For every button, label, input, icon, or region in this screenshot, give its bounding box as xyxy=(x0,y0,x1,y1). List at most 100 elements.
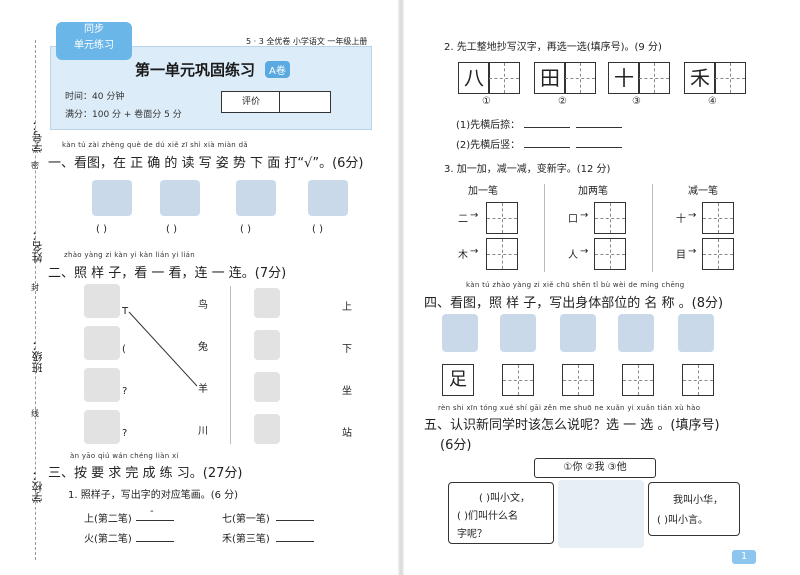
rabbit-image xyxy=(84,410,120,444)
writing-grid[interactable] xyxy=(594,238,626,270)
writing-grid[interactable] xyxy=(622,364,654,396)
rule-line-2: (2)先横后竖： xyxy=(456,140,521,151)
bubble-text: ( )们叫什么名 xyxy=(457,511,518,522)
child-listening-image xyxy=(618,314,654,352)
char-option[interactable]: 羊 xyxy=(198,384,208,395)
ram-image xyxy=(84,284,120,318)
name-label: 姓名： xyxy=(31,230,44,263)
char-option[interactable]: 兔 xyxy=(198,342,208,353)
answer-blank[interactable]: ( ) xyxy=(240,224,251,235)
unit-badge: 同步 单元练习 xyxy=(56,22,132,60)
arrow: → xyxy=(688,210,697,221)
child-reading-image xyxy=(236,180,276,216)
child-kicking-image xyxy=(442,314,478,352)
column-header: 加一笔 xyxy=(468,186,498,197)
base-char: 目 xyxy=(676,250,686,261)
writing-grid[interactable] xyxy=(488,62,520,94)
answer-line[interactable] xyxy=(576,147,622,148)
column-header: 加两笔 xyxy=(578,186,608,197)
answer-line[interactable] xyxy=(276,520,314,521)
r-q2-title: 2. 先工整地抄写汉字，再选一选(填序号)。(9 分) xyxy=(444,42,662,53)
answer-line[interactable] xyxy=(276,541,314,542)
answer-blank[interactable]: ( ) xyxy=(96,224,107,235)
badge-line: 同步 xyxy=(84,24,104,35)
base-char: 木 xyxy=(458,250,468,261)
char-option[interactable]: 下 xyxy=(342,344,352,355)
q3-title: 三、按 要 求 完 成 练 习。(27分) xyxy=(48,466,243,481)
options-box: ①你 ②我 ③他 xyxy=(534,458,656,478)
figure-sitting-image xyxy=(254,330,280,360)
answer-blank[interactable]: ( ) xyxy=(312,224,323,235)
seal-mark: 线 xyxy=(31,409,39,418)
child-reading-image xyxy=(308,180,348,216)
q3-pinyin: àn yāo qiú wán chéng liàn xí xyxy=(70,452,179,460)
q5-pinyin: rèn shi xīn tóng xué shí gāi zěn me shuō… xyxy=(438,404,701,412)
glyph-small: ( xyxy=(122,344,126,355)
q4-pinyin: kàn tú zhào yàng zi xiě chū shēn tǐ bù w… xyxy=(466,281,685,289)
char-option[interactable]: 站 xyxy=(342,428,352,439)
child-writing-image xyxy=(160,180,200,216)
divider xyxy=(652,184,653,272)
arrow: → xyxy=(688,246,697,257)
copy-char-box: 禾 xyxy=(684,62,716,94)
book-spine xyxy=(398,0,404,575)
writing-grid[interactable] xyxy=(594,202,626,234)
writing-grid[interactable] xyxy=(562,364,594,396)
q1-pinyin: kàn tú zài zhèng què de dú xiě zī shì xi… xyxy=(62,141,248,149)
base-char: 人 xyxy=(568,250,578,261)
base-char: 口 xyxy=(568,214,578,225)
glyph-small: ? xyxy=(122,428,128,439)
answer-blank[interactable]: ( ) xyxy=(166,224,177,235)
child-reading-image xyxy=(560,314,596,352)
stroke-item: 上(第二笔) xyxy=(84,514,132,525)
writing-grid[interactable] xyxy=(638,62,670,94)
char-option[interactable]: 鸟 xyxy=(198,300,208,311)
q5-title: 五、认识新同学时该怎么说呢？选 一 选 。(填序号) xyxy=(424,418,720,433)
base-char: 二 xyxy=(458,214,468,225)
divider xyxy=(230,286,231,444)
q3-sub1-title: 1. 照样子，写出字的对应笔画。(6 分) xyxy=(68,490,239,501)
rule-line-1: (1)先横后捺： xyxy=(456,120,521,131)
answer-line[interactable] xyxy=(524,127,570,128)
writing-grid[interactable] xyxy=(702,202,734,234)
writing-grid[interactable] xyxy=(682,364,714,396)
page-number: 1 xyxy=(732,550,756,564)
student-id-label: 学号： xyxy=(31,120,44,153)
mountain-image xyxy=(84,368,120,402)
writing-grid[interactable] xyxy=(486,202,518,234)
arrow: → xyxy=(580,210,589,221)
school-label: 学校： xyxy=(31,470,44,503)
writing-grid[interactable] xyxy=(502,364,534,396)
eval-label: 评价 xyxy=(221,91,281,113)
writing-grid[interactable] xyxy=(714,62,746,94)
figure-squat-image xyxy=(254,372,280,402)
series-label: 5 · 3 全优卷 小学语文 一年级上册 xyxy=(246,37,368,46)
child-writing-image xyxy=(500,314,536,352)
writing-grid[interactable] xyxy=(702,238,734,270)
seal-line xyxy=(35,40,36,560)
title-box: 第一单元巩固练习 A卷 时间：40 分钟 满分：100 分 + 卷面分 5 分 … xyxy=(50,46,372,130)
answer-line[interactable] xyxy=(136,541,174,542)
answer-line[interactable] xyxy=(576,127,622,128)
char-option[interactable]: 川 xyxy=(198,426,208,437)
stroke-item: 七(第一笔) xyxy=(222,514,270,525)
child-eating-image xyxy=(678,314,714,352)
writing-grid[interactable] xyxy=(564,62,596,94)
char-option[interactable]: 坐 xyxy=(342,386,352,397)
seal-mark: 封 xyxy=(31,283,39,292)
q4-title: 四、看图，照 样 子，写出身体部位的 名 称 。(8分) xyxy=(424,296,724,311)
seal-mark: 密 xyxy=(31,161,39,170)
bird-image xyxy=(84,326,120,360)
copy-char-box: 十 xyxy=(608,62,640,94)
answer-line[interactable] xyxy=(136,520,174,521)
example-line xyxy=(128,311,198,387)
stroke-item: 禾(第三笔) xyxy=(222,534,270,545)
char-option[interactable]: 上 xyxy=(342,302,352,313)
class-label: 班级： xyxy=(31,340,44,373)
writing-grid[interactable] xyxy=(486,238,518,270)
answer-line[interactable] xyxy=(524,147,570,148)
eval-box[interactable] xyxy=(279,91,331,113)
bubble-text: ( )叫小文， xyxy=(479,493,530,504)
r-q3-title: 3. 加一加，减一减，变新字。(12 分) xyxy=(444,164,611,175)
